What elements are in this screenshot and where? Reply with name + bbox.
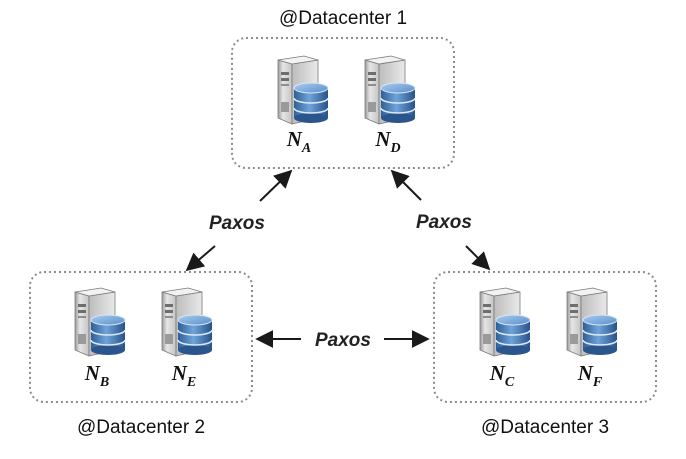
node-label: NB [84,361,110,390]
server-database-icon [364,55,416,125]
arrow [465,245,491,271]
server-database-icon [566,287,618,357]
datacenter-2: NB NE @Datacenter 2 [29,271,253,438]
paxos-link-dc2-dc3: Paxos [255,330,430,351]
datacenter-label: @Datacenter 1 [279,8,407,29]
node-label: NF [577,361,603,390]
paxos-link-dc1-dc2: Paxos [185,169,293,272]
datacenter-box [231,37,455,169]
arrow [390,169,422,201]
datacenter-1: @Datacenter 1 NA ND [231,8,455,169]
node-e: NE [161,287,213,390]
paxos-label: Paxos [416,212,472,233]
server-database-icon [161,287,213,357]
datacenter-label: @Datacenter 3 [481,417,609,438]
node-a: NA [277,55,329,156]
datacenter-3: NC NF @Datacenter 3 [433,271,657,438]
datacenter-box [433,271,657,403]
node-f: NF [566,287,618,390]
node-d: ND [364,55,416,156]
datacenter-box [29,271,253,403]
arrow [259,169,293,202]
datacenter-label: @Datacenter 2 [77,417,205,438]
node-label: NC [489,361,515,390]
server-database-icon [74,287,126,357]
arrow [185,245,216,272]
paxos-label: Paxos [315,330,371,351]
node-label: NE [171,361,197,390]
node-b: NB [74,287,126,390]
paxos-label: Paxos [209,213,265,234]
node-c: NC [479,287,531,390]
node-label: NA [286,127,312,156]
server-database-icon [277,55,329,125]
server-database-icon [479,287,531,357]
paxos-link-dc1-dc3: Paxos [390,169,491,271]
node-label: ND [374,127,400,156]
